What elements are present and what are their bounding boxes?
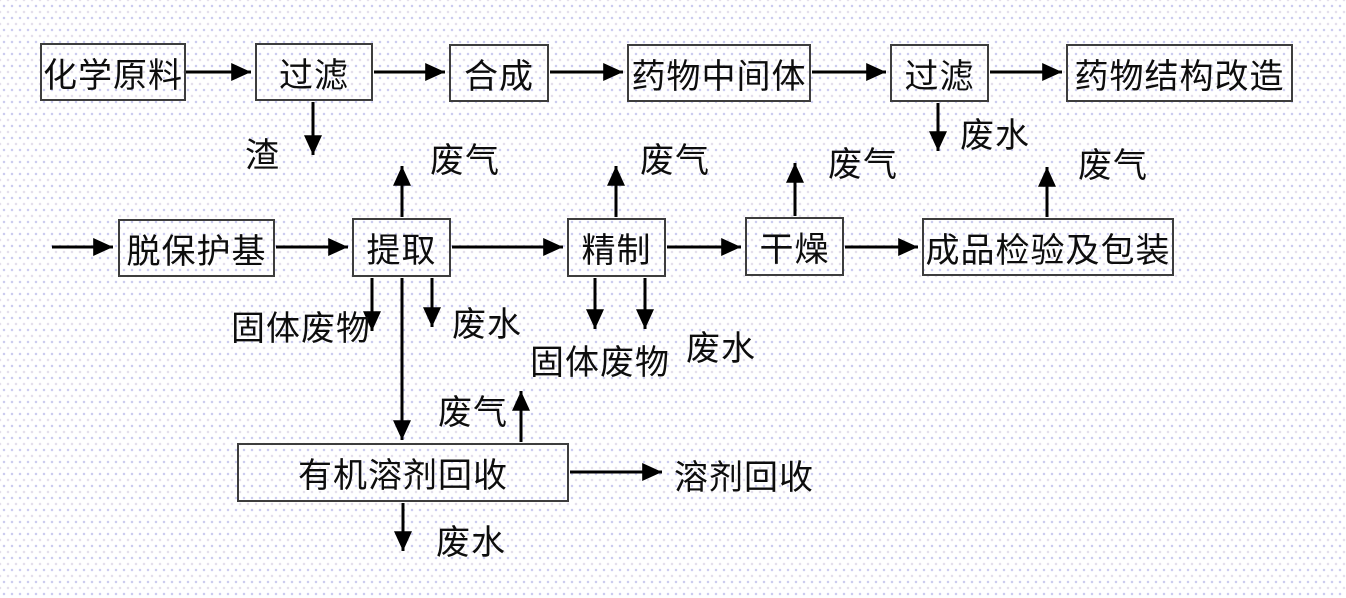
node-synthesis: 合成 xyxy=(449,44,549,102)
node-deprotect: 脱保护基 xyxy=(118,219,275,277)
node-solvent-recovery-unit: 有机溶剂回收 xyxy=(237,443,569,502)
label-slag: 渣 xyxy=(245,138,280,175)
node-intermediate: 药物中间体 xyxy=(627,44,811,102)
node-dry: 干燥 xyxy=(745,217,844,276)
label-solid-waste-refine: 固体废物 xyxy=(530,345,670,382)
node-restructure: 药物结构改造 xyxy=(1066,44,1293,102)
label-offgas-dry: 废气 xyxy=(828,147,898,184)
node-inspect: 成品检验及包装 xyxy=(922,218,1174,276)
node-filter2: 过滤 xyxy=(890,44,989,102)
node-refine: 精制 xyxy=(567,218,666,277)
label-wastewater-refine: 废水 xyxy=(686,331,756,368)
label-offgas-extract: 废气 xyxy=(430,143,500,180)
label-offgas-solvent: 废气 xyxy=(438,395,508,432)
label-offgas-refine: 废气 xyxy=(640,143,710,180)
node-raw-material: 化学原料 xyxy=(40,43,186,101)
label-wastewater-filter2: 废水 xyxy=(960,118,1030,155)
node-extract: 提取 xyxy=(352,218,451,277)
label-wastewater-extract: 废水 xyxy=(452,307,522,344)
label-wastewater-solvent: 废水 xyxy=(436,525,506,562)
node-filter1: 过滤 xyxy=(255,43,373,101)
label-solvent-recovered: 溶剂回收 xyxy=(674,460,814,497)
label-solid-waste-extract: 固体废物 xyxy=(231,311,371,348)
label-offgas-inspect: 废气 xyxy=(1078,148,1148,185)
